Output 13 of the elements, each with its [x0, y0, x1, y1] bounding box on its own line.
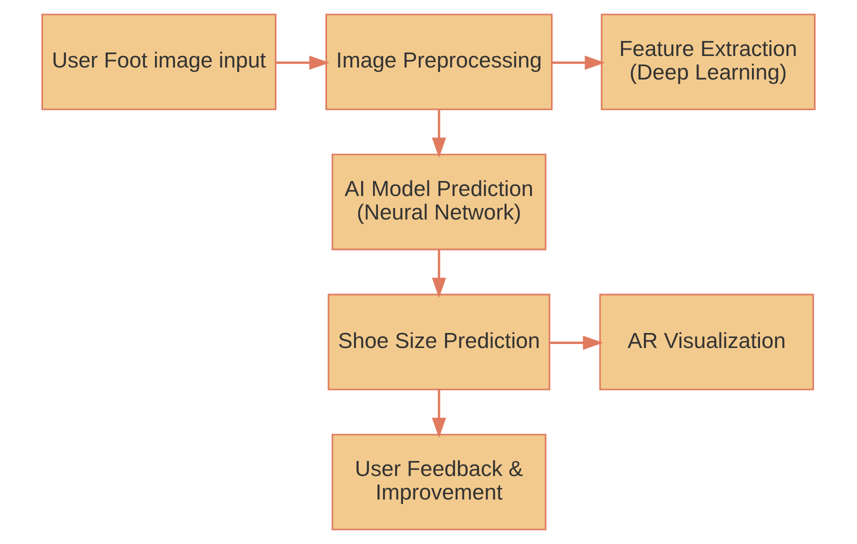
- node-box: AI Model Prediction (Neural Network): [332, 154, 546, 250]
- node-box: AR Visualization: [599, 294, 814, 390]
- arrow: [432, 110, 446, 158]
- arrow: [550, 336, 604, 350]
- arrow: [552, 56, 606, 70]
- arrow: [432, 390, 446, 438]
- node-box: User Feedback & Improvement: [332, 434, 546, 530]
- node-box: Shoe Size Prediction: [328, 294, 550, 390]
- node-box: Feature Extraction (Deep Learning): [600, 14, 816, 110]
- node-box: Image Preprocessing: [325, 14, 553, 110]
- arrow: [276, 56, 330, 70]
- node-box: User Foot image input: [41, 14, 276, 110]
- arrow: [432, 250, 446, 298]
